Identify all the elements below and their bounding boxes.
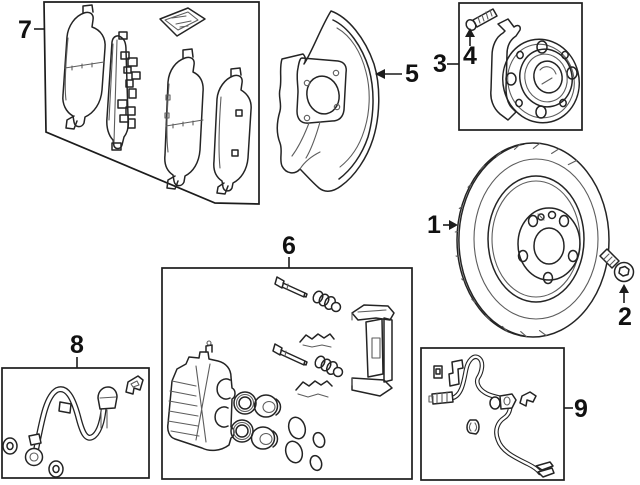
callout-2[interactable]: 2	[618, 284, 632, 331]
rotor-mount-bolt-illustration	[599, 248, 635, 283]
abs-sensor-harness-illustration	[428, 354, 555, 478]
callout-3-label[interactable]: 3	[433, 50, 447, 78]
callout-3[interactable]: 3	[433, 50, 459, 78]
piston-boot-illustration	[233, 391, 257, 415]
callout-8-label[interactable]: 8	[70, 331, 84, 359]
sealing-washer-illustration	[2, 437, 18, 455]
abs-box-outline	[420, 347, 565, 481]
callout-7[interactable]: 7	[18, 16, 44, 44]
piston-seal-illustration	[284, 440, 304, 464]
callout-8[interactable]: 8	[70, 331, 84, 368]
brake-rotor-illustration	[454, 142, 610, 338]
seal-ring-illustration	[309, 454, 323, 472]
caliper-piston-illustration	[253, 394, 282, 418]
splash-shield-illustration	[276, 10, 380, 192]
piston-seal-illustration	[287, 416, 307, 440]
hub-bearing-group	[458, 2, 583, 131]
callout-9-label[interactable]: 9	[574, 395, 588, 423]
callout-4[interactable]: 4	[463, 28, 477, 70]
seal-ring-illustration	[312, 431, 326, 449]
piston-boot-illustration	[230, 419, 254, 443]
pad-retainer-clip-illustration	[295, 380, 333, 398]
caliper-box-outline	[161, 267, 413, 480]
caliper-body-illustration	[167, 340, 236, 452]
shim-plate-illustration	[159, 7, 206, 37]
brake-hose-illustration	[24, 386, 118, 467]
brake-pad-kit-group	[43, 1, 260, 205]
pin-boot-illustration	[314, 355, 344, 378]
callout-1[interactable]: 1	[427, 211, 458, 239]
brake-hose-group	[1, 367, 150, 479]
callout-6-label[interactable]: 6	[282, 232, 296, 260]
callout-1-label[interactable]: 1	[427, 211, 441, 239]
callout-5-label[interactable]: 5	[405, 60, 419, 88]
abs-sensor-group	[420, 347, 565, 481]
callout-7-label[interactable]: 7	[18, 16, 32, 44]
brake-pad-hardware-illustration	[106, 31, 141, 151]
callout-9[interactable]: 9	[564, 395, 588, 423]
callout-6[interactable]: 6	[282, 232, 296, 268]
caliper-assembly-group	[161, 267, 413, 480]
hub-box-outline	[458, 2, 583, 131]
hub-bearing-illustration	[490, 18, 580, 124]
callout-5[interactable]: 5	[375, 60, 419, 88]
wheel-stud-illustration	[465, 8, 498, 31]
pad-kit-outline-box	[43, 1, 260, 205]
pad-retainer-clip-illustration	[299, 333, 335, 348]
brake-pad-illustration	[213, 67, 252, 195]
brake-pad-illustration	[164, 48, 204, 190]
callout-4-label[interactable]: 4	[463, 42, 477, 70]
guide-pin-illustration	[274, 276, 308, 298]
caliper-bracket-illustration	[351, 304, 395, 397]
hose-clip-illustration	[125, 375, 144, 395]
sealing-washer-illustration	[48, 460, 64, 478]
caliper-piston-illustration	[250, 426, 279, 450]
brake-pad-illustration	[62, 4, 106, 130]
callout-2-label[interactable]: 2	[618, 303, 632, 331]
hose-box-outline	[1, 367, 150, 479]
guide-pin-illustration	[272, 343, 308, 366]
pin-boot-illustration	[312, 290, 342, 313]
